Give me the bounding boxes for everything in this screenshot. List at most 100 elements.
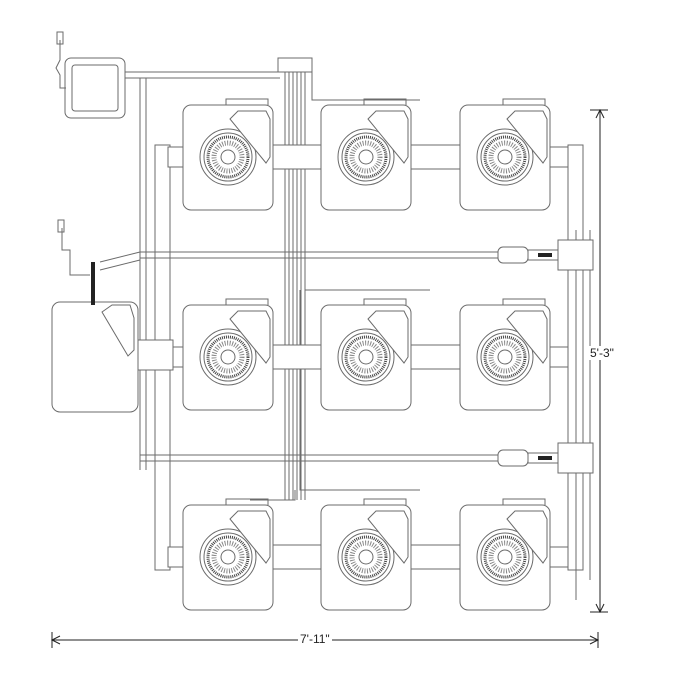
net-pot-mesh (206, 135, 250, 179)
net-pot-outer-ring (337, 128, 395, 186)
net-pot-ring (480, 332, 530, 382)
tee-fitting (557, 442, 594, 474)
air-supply-line (125, 71, 280, 470)
fill-port-cover (229, 110, 271, 164)
pot-inlet-fitting (167, 546, 184, 568)
net-pot-ring (480, 532, 530, 582)
height-dimension-line (590, 109, 608, 613)
grow-pot (320, 498, 461, 611)
feed-line (140, 251, 500, 259)
plug-icon (56, 31, 64, 45)
height-dimension-label: 5'-3" (588, 346, 616, 360)
grow-pot (320, 98, 461, 211)
pot-lid-tab (225, 298, 269, 305)
fill-port-cover (367, 310, 409, 364)
net-pot-ring (203, 132, 253, 182)
grow-pot (167, 298, 323, 411)
pot-lid-tab (363, 98, 407, 105)
pot-lid-tab (502, 498, 546, 505)
net-pot-ring (341, 532, 391, 582)
pot-connector-pipe (271, 144, 323, 170)
net-pot-center (497, 349, 513, 365)
air-pump-face (71, 64, 119, 112)
grow-pot (167, 498, 323, 611)
net-pot-center (358, 349, 374, 365)
net-pot-center (497, 149, 513, 165)
pot-lid-tab (502, 298, 546, 305)
net-pot-center (220, 549, 236, 565)
width-dimension-label: 7'-11" (298, 632, 332, 646)
pot-lid-tab (363, 498, 407, 505)
net-pot-mesh (344, 535, 388, 579)
pot-lid-tab (225, 498, 269, 505)
pot-connector-pipe (271, 344, 323, 370)
grow-pot (167, 98, 323, 211)
fill-port-cover (367, 110, 409, 164)
net-pot-ring (341, 332, 391, 382)
pot-outlet-fitting (549, 346, 569, 368)
pot-lid-tab (502, 98, 546, 105)
air-manifold (277, 57, 313, 73)
pot-connector-pipe (409, 544, 461, 570)
net-pot-center (358, 149, 374, 165)
net-pot-mesh (349, 140, 383, 174)
fill-port-cover (506, 310, 548, 364)
net-pot-mesh (349, 340, 383, 374)
net-pot-mesh (488, 540, 522, 574)
fill-port-cover (506, 510, 548, 564)
net-pot-mesh (211, 340, 245, 374)
net-pot-mesh (211, 540, 245, 574)
fill-port-cover (506, 110, 548, 164)
net-pot-mesh (488, 140, 522, 174)
net-pot-outer-ring (476, 128, 534, 186)
net-pot-mesh (483, 335, 527, 379)
air-distribution-line (250, 65, 430, 501)
net-pot-outer-ring (199, 328, 257, 386)
grow-pot (459, 298, 569, 411)
net-pot-mesh (483, 135, 527, 179)
grow-pot (320, 298, 461, 411)
pot-connector-pipe (409, 144, 461, 170)
feed-fitting (497, 449, 529, 467)
net-pot-outer-ring (199, 528, 257, 586)
fill-port-cover (367, 510, 409, 564)
net-pot-mesh (211, 140, 245, 174)
plug-icon (57, 219, 65, 233)
pot-inlet-fitting (167, 146, 184, 168)
grow-pot (459, 98, 569, 211)
air-pump-cord (55, 40, 66, 89)
net-pot-center (220, 149, 236, 165)
dimension-arrow-icon (50, 108, 605, 645)
net-pot-outer-ring (337, 528, 395, 586)
pump-tubing (61, 228, 141, 276)
grow-pot (459, 498, 569, 611)
net-pot-mesh (206, 535, 250, 579)
air-pump (64, 57, 126, 119)
net-pot-center (220, 349, 236, 365)
tee-fitting (557, 239, 594, 271)
net-pot-outer-ring (476, 328, 534, 386)
net-pot-ring (341, 132, 391, 182)
net-pot-center (358, 549, 374, 565)
net-pot-mesh (349, 540, 383, 574)
fill-port-cover (229, 310, 271, 364)
feed-fitting (497, 246, 529, 264)
net-pot-mesh (483, 535, 527, 579)
pot-connector-pipe (271, 544, 323, 570)
net-pot-outer-ring (199, 128, 257, 186)
reservoir-lid (101, 304, 135, 357)
fill-port-cover (229, 510, 271, 564)
net-pot-mesh (206, 335, 250, 379)
net-pot-ring (203, 332, 253, 382)
net-pot-ring (203, 532, 253, 582)
net-pot-center (497, 549, 513, 565)
net-pot-outer-ring (476, 528, 534, 586)
pot-outlet-fitting (549, 146, 569, 168)
net-pot-mesh (344, 135, 388, 179)
pot-lid-tab (363, 298, 407, 305)
net-pot-mesh (344, 335, 388, 379)
reservoir-tee (137, 339, 174, 371)
net-pot-ring (480, 132, 530, 182)
